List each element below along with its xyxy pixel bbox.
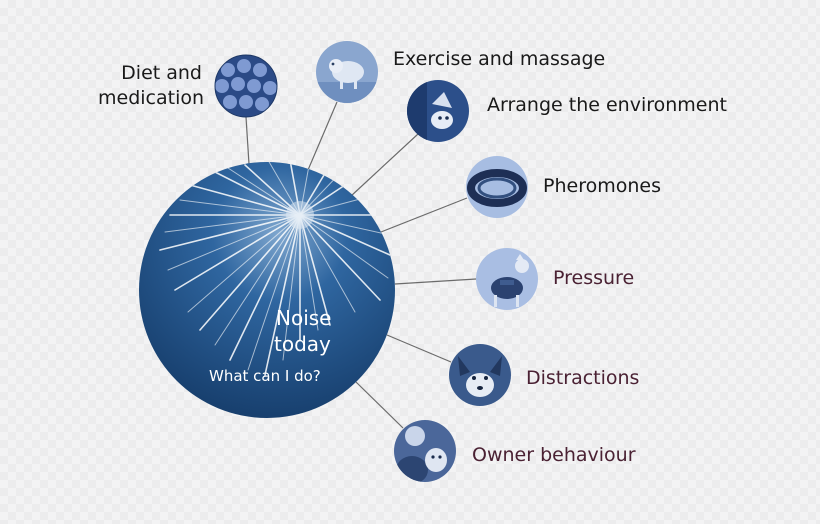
connector-lines bbox=[245, 101, 477, 429]
label-environment: Arrange the environment bbox=[487, 94, 727, 116]
dog-hiding-photo-icon bbox=[407, 80, 469, 142]
connector-owner bbox=[355, 381, 404, 429]
connector-environment bbox=[350, 133, 419, 197]
label-owner: Owner behaviour bbox=[472, 444, 636, 466]
label-diet: Diet and medication bbox=[98, 61, 205, 111]
dog-face-photo-icon bbox=[449, 344, 511, 406]
label-diet-line2: medication bbox=[98, 87, 205, 109]
collar-photo-icon bbox=[466, 156, 528, 218]
dog-exercise-photo-icon bbox=[316, 41, 378, 103]
dog-wrap-photo-icon bbox=[476, 248, 538, 310]
connector-distractions bbox=[386, 334, 452, 363]
center-circle bbox=[139, 162, 395, 418]
label-diet-line1: Diet and bbox=[121, 62, 202, 84]
center-subtitle: What can I do? bbox=[209, 367, 321, 385]
label-pressure: Pressure bbox=[553, 267, 635, 289]
label-exercise: Exercise and massage bbox=[393, 48, 606, 70]
connector-exercise bbox=[307, 101, 338, 171]
center-title-line1: Noise bbox=[276, 306, 332, 330]
fireworks-icon bbox=[159, 162, 391, 376]
connector-diet bbox=[245, 116, 250, 165]
label-distractions: Distractions bbox=[526, 367, 640, 389]
connector-pressure bbox=[394, 278, 477, 285]
center-title-line2: today bbox=[274, 332, 331, 356]
pills-photo-icon bbox=[214, 54, 278, 118]
connector-pheromones bbox=[380, 197, 468, 233]
label-pheromones: Pheromones bbox=[543, 175, 661, 197]
owner-with-dog-photo-icon bbox=[394, 420, 456, 482]
